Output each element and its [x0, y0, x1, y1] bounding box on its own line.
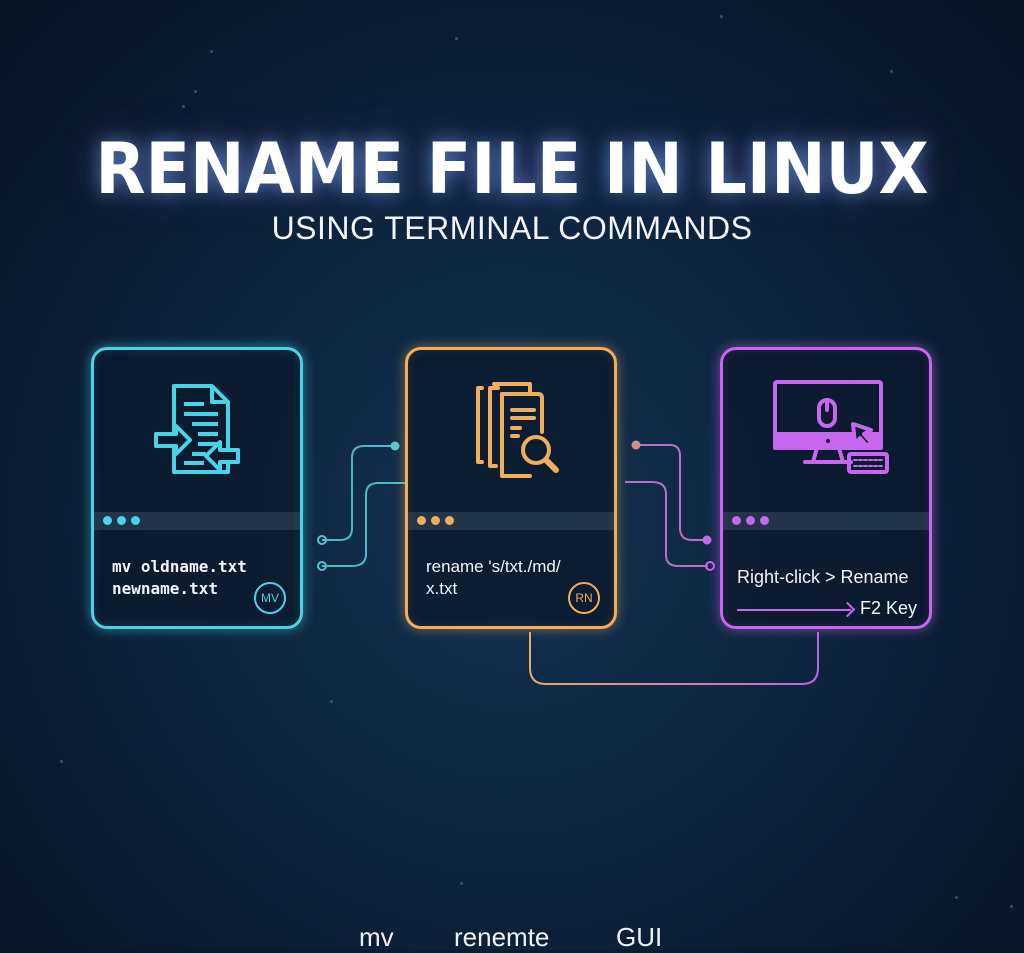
- window-dots: [417, 516, 454, 525]
- command-line-1: rename 's/txt./md/: [426, 557, 561, 576]
- star-decoration: [210, 50, 213, 53]
- right-arrow-icon: [737, 609, 851, 611]
- window-dots: [732, 516, 769, 525]
- command-line-2: x.txt: [426, 579, 458, 598]
- documents-search-icon: [408, 372, 614, 492]
- terminal-bar: [94, 512, 300, 530]
- card-gui[interactable]: Right-click > Rename F2 Key: [720, 347, 932, 629]
- rn-badge: RN: [568, 582, 600, 614]
- footer-label-mv: mv: [359, 922, 394, 952]
- shortcut-row: F2 Key: [737, 598, 917, 620]
- rename-command: rename 's/txt./md/ x.txt: [426, 556, 561, 600]
- command-line-2: newname.txt: [112, 579, 218, 598]
- desktop-mouse-keyboard-icon: [723, 372, 929, 492]
- page-title: RENAME FILE IN LINUX: [95, 128, 929, 210]
- star-decoration: [330, 700, 333, 703]
- star-decoration: [60, 760, 63, 763]
- footer-label-gui: GUI: [616, 922, 663, 952]
- command-line-1: mv oldname.txt: [112, 557, 247, 576]
- mv-command: mv oldname.txt newname.txt: [112, 556, 247, 600]
- star-decoration: [720, 15, 723, 18]
- card-rename[interactable]: rename 's/txt./md/ x.txt RN: [405, 347, 617, 629]
- star-decoration: [955, 896, 958, 899]
- shortcut-label: F2 Key: [859, 598, 917, 618]
- star-decoration: [455, 37, 458, 40]
- footer-labels: mv renemte GUI: [0, 922, 1024, 952]
- gui-instruction: Right-click > Rename: [737, 567, 909, 587]
- star-decoration: [182, 105, 185, 108]
- card-mv[interactable]: mv oldname.txt newname.txt MV: [91, 347, 303, 629]
- mv-badge: MV: [254, 582, 286, 614]
- star-decoration: [890, 70, 893, 73]
- page-subtitle: USING TERMINAL COMMANDS: [271, 210, 753, 246]
- document-swap-arrows-icon: [94, 372, 300, 492]
- star-decoration: [194, 90, 197, 93]
- footer-label-rename: renemte: [454, 922, 550, 952]
- terminal-bar: [723, 512, 929, 530]
- terminal-bar: [408, 512, 614, 530]
- window-dots: [103, 516, 140, 525]
- star-decoration: [460, 882, 463, 885]
- star-decoration: [1010, 905, 1013, 908]
